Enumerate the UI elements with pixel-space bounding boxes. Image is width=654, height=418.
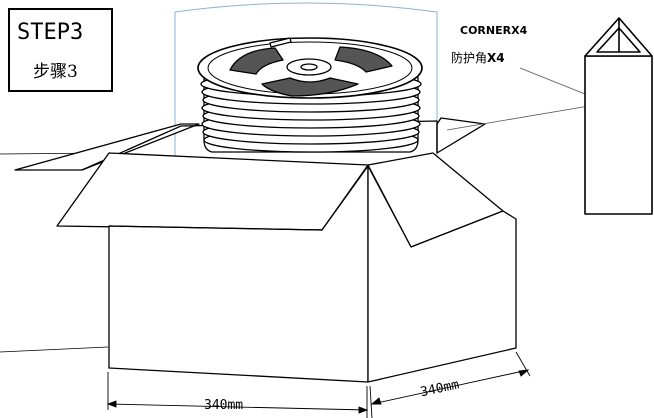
corner-label-cn: 防护角X4 (451, 50, 505, 65)
corner-leader-line (446, 105, 590, 131)
box-side-face (367, 165, 517, 383)
dimension-width-label: 340mm (204, 398, 243, 413)
dimension-depth-label: 340mm (419, 377, 461, 400)
reel-stack (197, 37, 423, 153)
box-flap-back-left (14, 123, 200, 171)
step-label-box: STEP3 步骤3 (8, 8, 113, 92)
corner-callout: CORNERX4 防护角X4 (446, 24, 591, 131)
leader-line-lower (0, 346, 109, 353)
box-flap-front-left (56, 152, 369, 231)
carton-box (14, 37, 517, 383)
corner-label-en: CORNERX4 (460, 24, 528, 37)
dimension-width: 340mm (106, 372, 369, 418)
step-subtitle: 步骤3 (33, 62, 78, 82)
step-title: STEP3 (17, 20, 83, 45)
box-flap-back-right (436, 117, 486, 154)
corner-protector (584, 17, 653, 215)
